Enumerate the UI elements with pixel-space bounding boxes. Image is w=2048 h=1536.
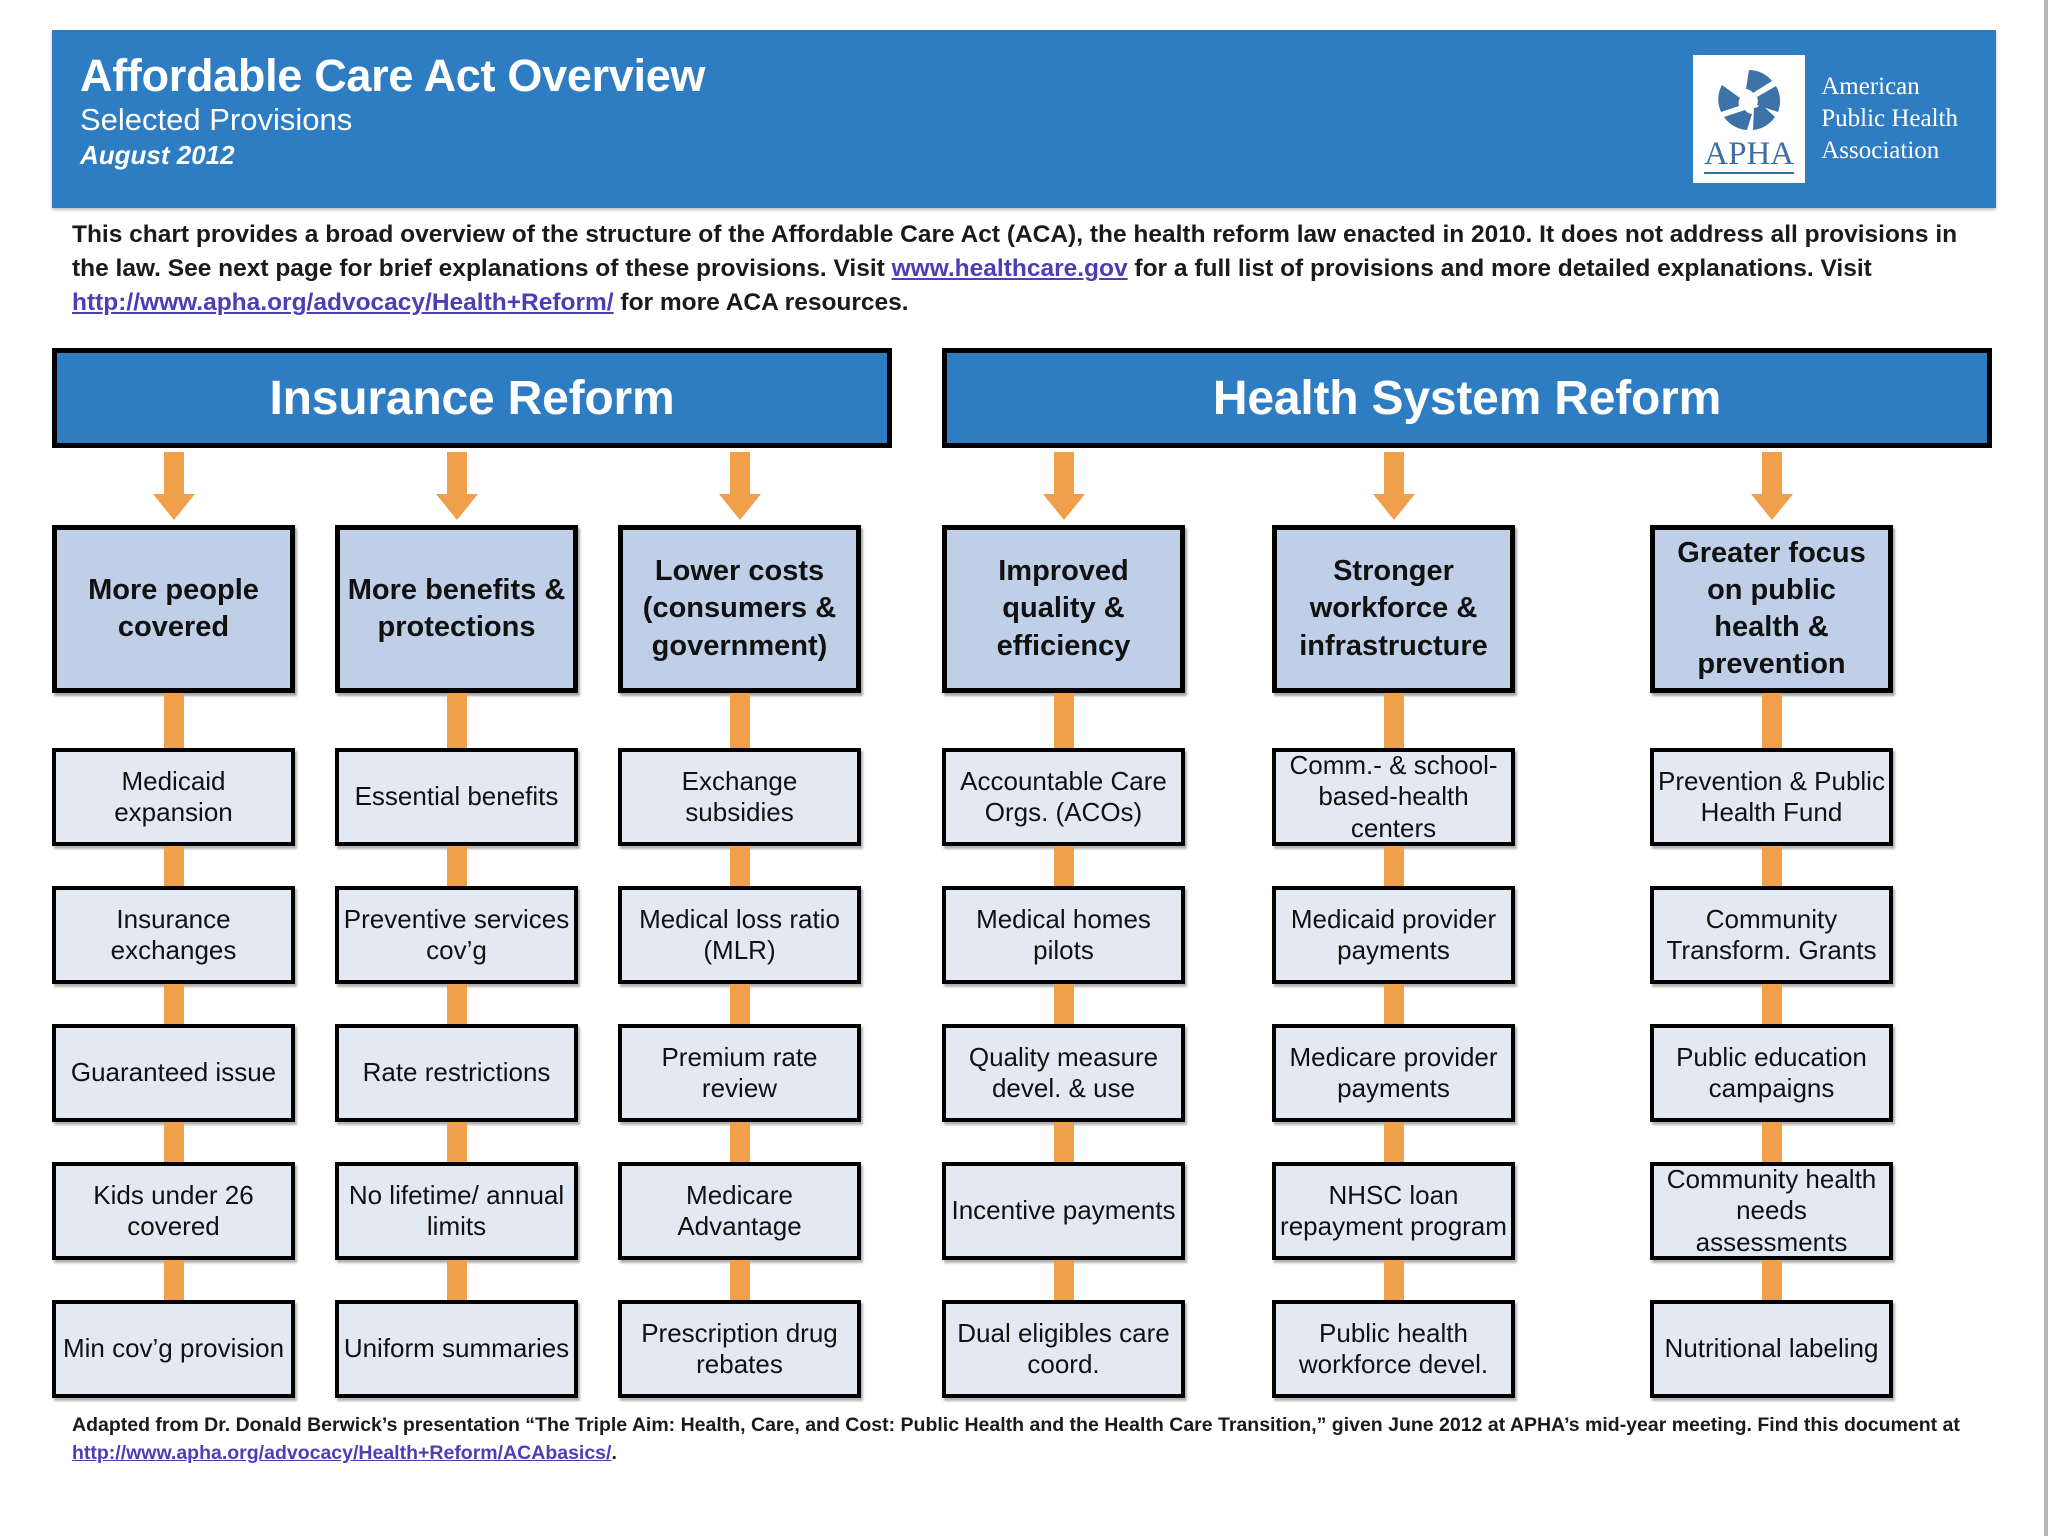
connector-provision-4-2 bbox=[1383, 1122, 1404, 1162]
header-titles: Affordable Care Act Overview Selected Pr… bbox=[52, 30, 705, 208]
connector-provision-2-0 bbox=[729, 846, 750, 886]
connector-goal-to-provision-4 bbox=[1383, 693, 1404, 748]
provision-box: Kids under 26 covered bbox=[52, 1162, 295, 1260]
provision-box: Public education campaigns bbox=[1650, 1024, 1893, 1122]
provision-box: Premium rate review bbox=[618, 1024, 861, 1122]
connector-provision-3-0 bbox=[1053, 846, 1074, 886]
connector-goal-to-provision-3 bbox=[1053, 693, 1074, 748]
connector-goal-to-provision-2 bbox=[729, 693, 750, 748]
healthcare-gov-link[interactable]: www.healthcare.gov bbox=[891, 255, 1128, 283]
arrow-down-to-goal-3 bbox=[1042, 452, 1085, 520]
provision-box: Guaranteed issue bbox=[52, 1024, 295, 1122]
goal-box: Lower costs (consumers & government) bbox=[618, 525, 861, 693]
arrow-down-to-goal-4 bbox=[1372, 452, 1415, 520]
provision-box: Prescription drug rebates bbox=[618, 1300, 861, 1398]
connector-goal-to-provision-0 bbox=[163, 693, 184, 748]
connector-provision-1-2 bbox=[446, 1122, 467, 1162]
apha-logo-mark: APHA bbox=[1693, 55, 1806, 183]
intro-text-part2: for a full list of provisions and more d… bbox=[1127, 255, 1872, 283]
apha-full-name: American Public Health Association bbox=[1821, 71, 1958, 167]
provision-box: Incentive payments bbox=[942, 1162, 1185, 1260]
apha-name-line2: Public Health bbox=[1821, 105, 1958, 132]
apha-acronym: APHA bbox=[1704, 136, 1795, 174]
header-band: Affordable Care Act Overview Selected Pr… bbox=[52, 30, 1996, 208]
goal-box: Greater focus on public health & prevent… bbox=[1650, 525, 1893, 693]
connector-provision-4-3 bbox=[1383, 1260, 1404, 1300]
apha-name-line3: Association bbox=[1821, 137, 1940, 164]
provision-box: Preventive services cov’g bbox=[335, 886, 578, 984]
provision-box: Medical loss ratio (MLR) bbox=[618, 886, 861, 984]
arrow-down-to-goal-2 bbox=[718, 452, 761, 520]
arrow-down-to-goal-5 bbox=[1750, 452, 1793, 520]
connector-provision-3-2 bbox=[1053, 1122, 1074, 1162]
connector-provision-5-3 bbox=[1761, 1260, 1782, 1300]
section-header-insurance-reform: Insurance Reform bbox=[52, 348, 892, 448]
provision-box: Medicaid expansion bbox=[52, 748, 295, 846]
provision-box: Uniform summaries bbox=[335, 1300, 578, 1398]
apha-logo: APHA American Public Health Association bbox=[1693, 30, 1996, 208]
connector-provision-5-1 bbox=[1761, 984, 1782, 1024]
provision-box: Public health workforce devel. bbox=[1272, 1300, 1515, 1398]
intro-text-part1: This chart provides a broad overview of … bbox=[72, 221, 1958, 283]
connector-provision-3-3 bbox=[1053, 1260, 1074, 1300]
connector-provision-0-2 bbox=[163, 1122, 184, 1162]
connector-provision-0-1 bbox=[163, 984, 184, 1024]
connector-provision-1-0 bbox=[446, 846, 467, 886]
connector-provision-1-1 bbox=[446, 984, 467, 1024]
provision-box: Community Transform. Grants bbox=[1650, 886, 1893, 984]
connector-provision-5-2 bbox=[1761, 1122, 1782, 1162]
intro-text-part3: for more ACA resources. bbox=[613, 289, 909, 317]
connector-provision-0-0 bbox=[163, 846, 184, 886]
page-title: Affordable Care Act Overview bbox=[80, 50, 706, 101]
provision-box: Medicaid provider payments bbox=[1272, 886, 1515, 984]
provision-box: Rate restrictions bbox=[335, 1024, 578, 1122]
connector-provision-0-3 bbox=[163, 1260, 184, 1300]
connector-goal-to-provision-5 bbox=[1761, 693, 1782, 748]
footer-text-part1: Adapted from Dr. Donald Berwick’s presen… bbox=[72, 1414, 1960, 1436]
goal-box: More benefits & protections bbox=[335, 525, 578, 693]
provision-box: No lifetime/ annual limits bbox=[335, 1162, 578, 1260]
connector-goal-to-provision-1 bbox=[446, 693, 467, 748]
provision-box: NHSC loan repayment program bbox=[1272, 1162, 1515, 1260]
provision-box: Comm.- & school-based-health centers bbox=[1272, 748, 1515, 846]
page-date: August 2012 bbox=[80, 139, 235, 170]
provision-box: Exchange subsidies bbox=[618, 748, 861, 846]
connector-provision-4-0 bbox=[1383, 846, 1404, 886]
section-header-health-system-reform: Health System Reform bbox=[942, 348, 1992, 448]
provision-box: Quality measure devel. & use bbox=[942, 1024, 1185, 1122]
arrow-down-to-goal-1 bbox=[435, 452, 478, 520]
intro-paragraph: This chart provides a broad overview of … bbox=[72, 218, 1992, 320]
provision-box: Min cov’g provision bbox=[52, 1300, 295, 1398]
connector-provision-2-1 bbox=[729, 984, 750, 1024]
page-subtitle: Selected Provisions bbox=[80, 101, 353, 137]
connector-provision-2-2 bbox=[729, 1122, 750, 1162]
goal-box: Stronger workforce & infrastructure bbox=[1272, 525, 1515, 693]
apha-health-reform-link[interactable]: http://www.apha.org/advocacy/Health+Refo… bbox=[72, 289, 614, 317]
provision-box: Nutritional labeling bbox=[1650, 1300, 1893, 1398]
footer-text-part2: . bbox=[611, 1441, 617, 1464]
apha-shutter-icon bbox=[1713, 64, 1785, 136]
provision-box: Prevention & Public Health Fund bbox=[1650, 748, 1893, 846]
arrow-down-to-goal-0 bbox=[152, 452, 195, 520]
connector-provision-5-0 bbox=[1761, 846, 1782, 886]
goal-box: More people covered bbox=[52, 525, 295, 693]
footer-attribution: Adapted from Dr. Donald Berwick’s presen… bbox=[72, 1412, 2002, 1467]
provision-box: Accountable Care Orgs. (ACOs) bbox=[942, 748, 1185, 846]
provision-box: Medical homes pilots bbox=[942, 886, 1185, 984]
connector-provision-4-1 bbox=[1383, 984, 1404, 1024]
provision-box: Medicare Advantage bbox=[618, 1162, 861, 1260]
apha-name-line1: American bbox=[1821, 73, 1920, 100]
provision-box: Insurance exchanges bbox=[52, 886, 295, 984]
provision-box: Essential benefits bbox=[335, 748, 578, 846]
provision-box: Medicare provider payments bbox=[1272, 1024, 1515, 1122]
acabasics-link[interactable]: http://www.apha.org/advocacy/Health+Refo… bbox=[72, 1441, 612, 1464]
connector-provision-2-3 bbox=[729, 1260, 750, 1300]
provision-box: Community health needs assessments bbox=[1650, 1162, 1893, 1260]
provision-box: Dual eligibles care coord. bbox=[942, 1300, 1185, 1398]
goal-box: Improved quality & efficiency bbox=[942, 525, 1185, 693]
connector-provision-1-3 bbox=[446, 1260, 467, 1300]
connector-provision-3-1 bbox=[1053, 984, 1074, 1024]
